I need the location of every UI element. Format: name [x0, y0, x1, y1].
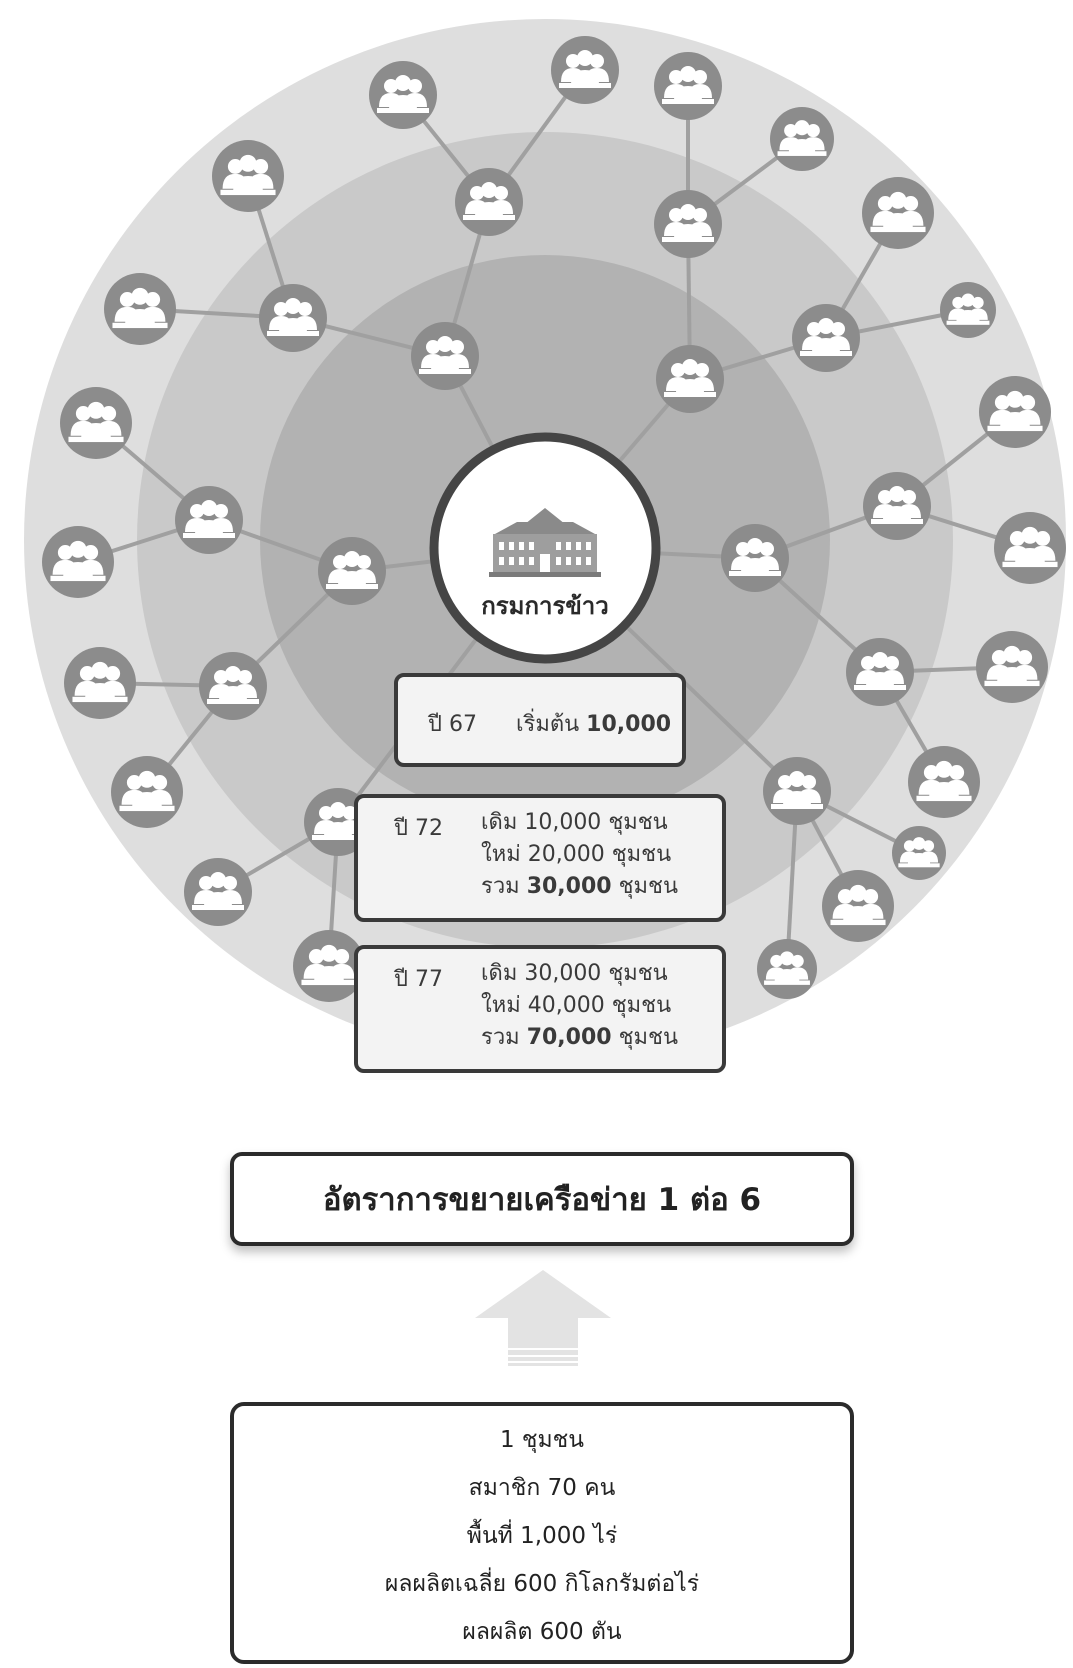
- line-old: เดิม 30,000 ชุมชน: [481, 961, 668, 986]
- line-total: รวม 70,000 ชุมชน: [481, 1025, 678, 1050]
- people-group-icon: [908, 746, 980, 818]
- people-group-icon: [976, 631, 1048, 703]
- people-group-icon: [411, 322, 479, 390]
- people-group-icon: [293, 930, 365, 1002]
- year-box-67: ปี 67 เริ่มต้น 10,000: [394, 673, 686, 767]
- up-arrow-icon: [475, 1270, 611, 1366]
- people-group-icon: [846, 638, 914, 706]
- community-nodes: [42, 36, 1066, 1002]
- people-group-icon: [757, 939, 817, 999]
- people-group-icon: [862, 177, 934, 249]
- people-group-icon: [104, 273, 176, 345]
- people-group-icon: [318, 537, 386, 605]
- people-group-icon: [763, 757, 831, 825]
- people-group-icon: [721, 524, 789, 592]
- people-group-icon: [60, 387, 132, 459]
- people-group-icon: [654, 52, 722, 120]
- people-group-icon: [892, 826, 946, 880]
- people-group-icon: [940, 282, 996, 338]
- people-group-icon: [369, 61, 437, 129]
- people-group-icon: [792, 304, 860, 372]
- people-group-icon: [42, 526, 114, 598]
- people-group-icon: [654, 190, 722, 258]
- line-new: ใหม่ 40,000 ชุมชน: [481, 993, 672, 1018]
- people-group-icon: [199, 652, 267, 720]
- people-group-icon: [822, 870, 894, 942]
- people-group-icon: [259, 284, 327, 352]
- line-new: ใหม่ 20,000 ชุมชน: [481, 842, 672, 867]
- start-value: เริ่มต้น 10,000: [516, 712, 672, 737]
- year-label: ปี 77: [394, 967, 443, 992]
- people-group-icon: [770, 107, 834, 171]
- community-info-box: 1 ชุมชน สมาชิก 70 คน พื้นที่ 1,000 ไร่ ผ…: [230, 1402, 854, 1664]
- people-group-icon: [184, 858, 252, 926]
- year-box-77: ปี 77 เดิม 30,000 ชุมชน ใหม่ 40,000 ชุมช…: [354, 945, 726, 1073]
- people-group-icon: [656, 345, 724, 413]
- people-group-icon: [212, 140, 284, 212]
- line-old: เดิม 10,000 ชุมชน: [481, 810, 668, 835]
- expansion-rate-box: อัตราการขยายเครือข่าย 1 ต่อ 6: [230, 1152, 854, 1246]
- info-line: ผลผลิต 600 ตัน: [462, 1619, 622, 1645]
- people-group-icon: [551, 36, 619, 104]
- year-label: ปี 67: [428, 712, 477, 737]
- people-group-icon: [979, 376, 1051, 448]
- info-line: พื้นที่ 1,000 ไร่: [466, 1523, 618, 1549]
- line-total: รวม 30,000 ชุมชน: [481, 874, 678, 899]
- people-group-icon: [175, 486, 243, 554]
- center-label: กรมการข้าว: [481, 592, 609, 620]
- people-group-icon: [863, 472, 931, 540]
- center-node: กรมการข้าว: [429, 432, 661, 664]
- info-line: ผลผลิตเฉลี่ย 600 กิโลกรัมต่อไร่: [384, 1571, 700, 1597]
- people-group-icon: [994, 512, 1066, 584]
- people-group-icon: [64, 647, 136, 719]
- info-line: สมาชิก 70 คน: [468, 1475, 616, 1501]
- people-group-icon: [111, 756, 183, 828]
- people-group-icon: [455, 168, 523, 236]
- building-icon: [489, 508, 601, 577]
- info-line: 1 ชุมชน: [499, 1427, 585, 1453]
- expansion-rate-text: อัตราการขยายเครือข่าย 1 ต่อ 6: [322, 1182, 762, 1218]
- year-label: ปี 72: [394, 816, 443, 841]
- year-box-72: ปี 72 เดิม 10,000 ชุมชน ใหม่ 20,000 ชุมช…: [354, 794, 726, 922]
